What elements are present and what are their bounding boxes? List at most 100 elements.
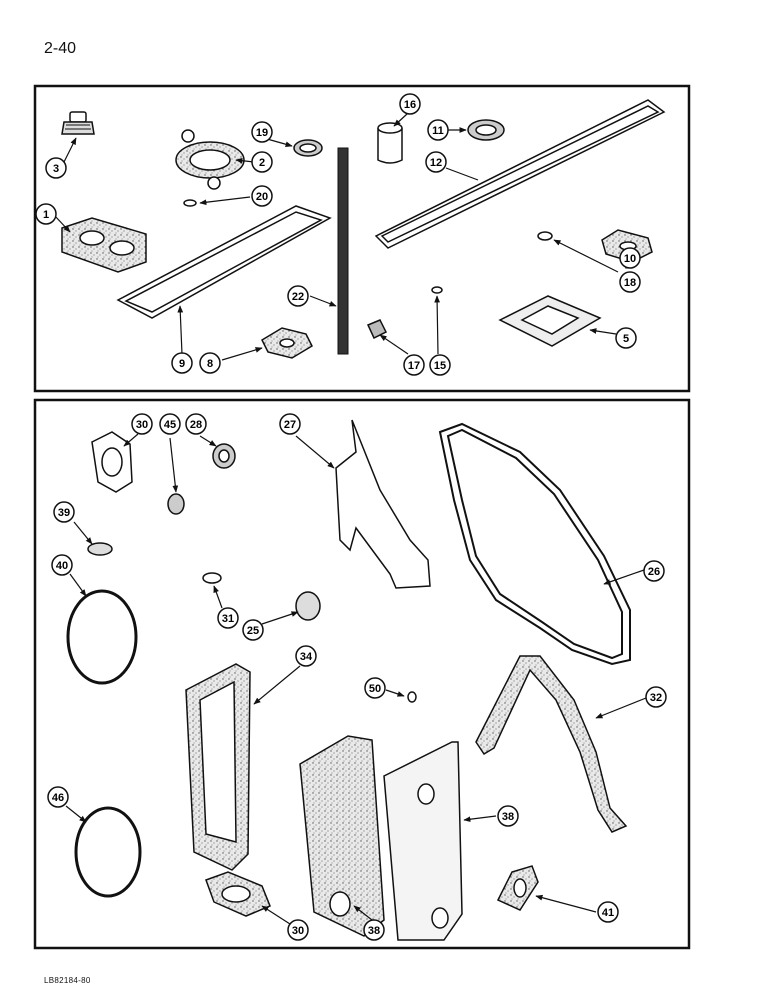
svg-text:15: 15: [434, 360, 446, 372]
callout-30-upper: 30: [131, 413, 153, 435]
part-gasket-flange: [175, 129, 245, 190]
top-panel-frame: [33, 84, 691, 393]
svg-text:5: 5: [623, 333, 629, 345]
callout-41: 41: [597, 901, 619, 923]
callout-26: 26: [643, 560, 665, 582]
part-tube: [377, 122, 403, 164]
svg-text:25: 25: [247, 625, 259, 637]
callout-16: 16: [399, 93, 421, 115]
svg-text:27: 27: [284, 419, 296, 431]
svg-text:17: 17: [408, 360, 420, 372]
part-o-ring-31: [202, 572, 222, 584]
svg-text:34: 34: [300, 651, 313, 663]
part-gear-cover-gasket-26: [438, 422, 631, 666]
callout-45: 45: [159, 413, 181, 435]
svg-text:9: 9: [179, 358, 185, 370]
callout-27: 27: [279, 413, 301, 435]
bottom-panel-frame: [33, 398, 691, 950]
svg-text:8: 8: [207, 358, 213, 370]
part-gasket-30-lower: [205, 871, 271, 917]
callout-12: 12: [425, 151, 447, 173]
callout-25: 25: [242, 619, 264, 641]
callout-10: 10: [619, 247, 641, 269]
part-gasket-38-speckled: [299, 735, 385, 937]
part-large-o-ring-40: [66, 589, 138, 685]
svg-text:30: 30: [292, 925, 304, 937]
svg-text:40: 40: [56, 560, 68, 572]
callout-31: 31: [217, 607, 239, 629]
part-rod: [337, 147, 349, 355]
callout-2: 2: [251, 151, 273, 173]
svg-text:38: 38: [368, 925, 380, 937]
part-seal-25: [295, 591, 321, 621]
svg-text:12: 12: [430, 157, 442, 169]
part-plug: [61, 111, 95, 135]
svg-text:2: 2: [259, 157, 265, 169]
part-long-gasket: [116, 205, 332, 319]
callout-9: 9: [171, 352, 193, 374]
svg-text:41: 41: [602, 907, 614, 919]
part-gasket-38-plate: [383, 741, 463, 941]
callout-8: 8: [199, 352, 221, 374]
svg-text:50: 50: [369, 683, 381, 695]
part-seal-45: [167, 493, 185, 515]
callout-34: 34: [295, 645, 317, 667]
part-gasket-block: [61, 217, 147, 273]
part-front-gasket-27: [335, 419, 431, 589]
callout-18: 18: [619, 271, 641, 293]
svg-text:26: 26: [648, 566, 660, 578]
callout-40: 40: [51, 554, 73, 576]
callout-1: 1: [35, 203, 57, 225]
svg-text:39: 39: [58, 507, 70, 519]
bottom-callouts: 30 45 28 27 39 40 26 31 25 34 50 32 46 3…: [47, 413, 667, 941]
part-large-o-ring-46: [74, 806, 142, 898]
part-o-ring-medium: [537, 231, 553, 241]
part-gasket-30-upper: [91, 431, 133, 493]
svg-text:22: 22: [292, 291, 304, 303]
callout-28: 28: [185, 413, 207, 435]
part-o-ring-50: [407, 691, 417, 703]
svg-text:38: 38: [502, 811, 514, 823]
part-flange-gasket: [261, 327, 313, 359]
part-gasket-32: [475, 655, 628, 833]
part-square-gasket: [498, 295, 602, 347]
callout-38-plate: 38: [497, 805, 519, 827]
svg-text:31: 31: [222, 613, 234, 625]
svg-text:45: 45: [164, 419, 176, 431]
svg-text:30: 30: [136, 419, 148, 431]
svg-text:20: 20: [256, 191, 268, 203]
part-o-ring: [431, 286, 443, 294]
svg-text:32: 32: [650, 692, 662, 704]
svg-text:46: 46: [52, 792, 64, 804]
part-o-ring-small: [183, 199, 197, 207]
svg-text:28: 28: [190, 419, 202, 431]
callout-39: 39: [53, 501, 75, 523]
svg-text:1: 1: [43, 209, 49, 221]
callout-32: 32: [645, 686, 667, 708]
callout-19: 19: [251, 121, 273, 143]
callout-15: 15: [429, 354, 451, 376]
part-cover-gasket: [374, 99, 666, 249]
callout-22: 22: [287, 285, 309, 307]
top-callouts: 3 16 11 19 2 12 20 1 22 10 18 5 9 8 17 1…: [35, 93, 641, 376]
svg-text:18: 18: [624, 277, 636, 289]
part-seal-28: [212, 443, 236, 469]
callout-17: 17: [403, 354, 425, 376]
part-gasket-34: [185, 663, 251, 871]
svg-text:11: 11: [432, 125, 444, 137]
callout-46: 46: [47, 786, 69, 808]
svg-text:3: 3: [53, 163, 59, 175]
callout-3: 3: [45, 157, 67, 179]
callout-38-speckled: 38: [363, 919, 385, 941]
part-seal: [293, 139, 323, 157]
bottom-leader-lines: [65, 433, 647, 925]
callout-30-lower: 30: [287, 919, 309, 941]
svg-text:19: 19: [256, 127, 268, 139]
callout-11: 11: [427, 119, 449, 141]
callout-20: 20: [251, 185, 273, 207]
callout-50: 50: [364, 677, 386, 699]
part-seal-large: [467, 119, 505, 141]
callout-5: 5: [615, 327, 637, 349]
part-gasket-41: [496, 865, 539, 911]
